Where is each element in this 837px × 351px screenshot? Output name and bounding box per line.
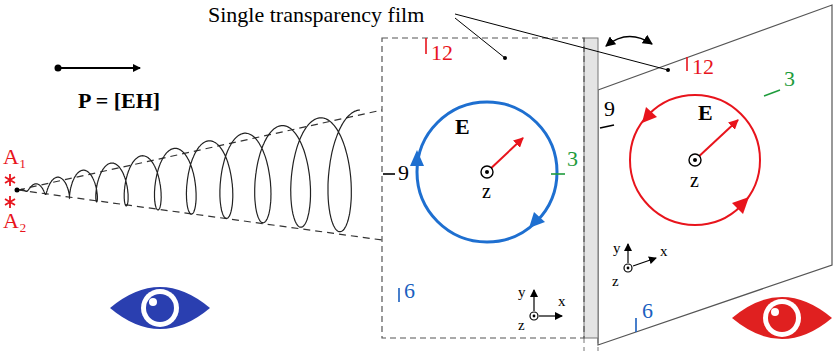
field-vector bbox=[695, 120, 738, 160]
field-vector bbox=[487, 138, 523, 172]
source-points bbox=[5, 174, 20, 208]
clock-number: 3 bbox=[567, 148, 578, 170]
vector-label: P = [EH] bbox=[78, 90, 160, 112]
axis-label: z bbox=[518, 318, 525, 333]
axis-label: z bbox=[482, 181, 491, 201]
clock-number: 9 bbox=[604, 98, 615, 120]
axis-label: z bbox=[612, 274, 619, 289]
source-label: A₂ bbox=[3, 210, 27, 232]
eye-icon bbox=[110, 287, 210, 329]
leader-line bbox=[455, 14, 668, 70]
fold-arrow bbox=[606, 36, 652, 46]
clock-number: 12 bbox=[431, 42, 453, 64]
film-fold bbox=[584, 38, 598, 338]
propagation-arrow bbox=[58, 67, 140, 69]
polarization-circle bbox=[417, 102, 557, 242]
axis-label: y bbox=[518, 285, 526, 300]
clock-number: 6 bbox=[404, 280, 415, 302]
axis-label: z bbox=[690, 170, 699, 190]
field-label: E bbox=[455, 116, 470, 138]
clock-number: 3 bbox=[784, 68, 795, 90]
clock-number: 12 bbox=[692, 56, 714, 78]
eye-icon bbox=[732, 297, 832, 339]
callout-label: Single transparency film bbox=[208, 4, 424, 26]
helix-wave bbox=[20, 110, 360, 232]
film-back bbox=[598, 5, 832, 345]
field-label: E bbox=[698, 102, 713, 124]
axis-label: x bbox=[660, 244, 668, 259]
axis-label: y bbox=[613, 241, 621, 256]
clock-number: 6 bbox=[642, 300, 653, 322]
leader-line bbox=[455, 18, 505, 58]
source-label: A₁ bbox=[3, 146, 27, 168]
cone-line bbox=[18, 110, 382, 190]
axis-label: x bbox=[558, 294, 566, 309]
film-front bbox=[382, 38, 584, 338]
cone-line bbox=[18, 190, 382, 240]
clock-number: 9 bbox=[398, 162, 409, 184]
polarization-circle bbox=[630, 95, 760, 225]
